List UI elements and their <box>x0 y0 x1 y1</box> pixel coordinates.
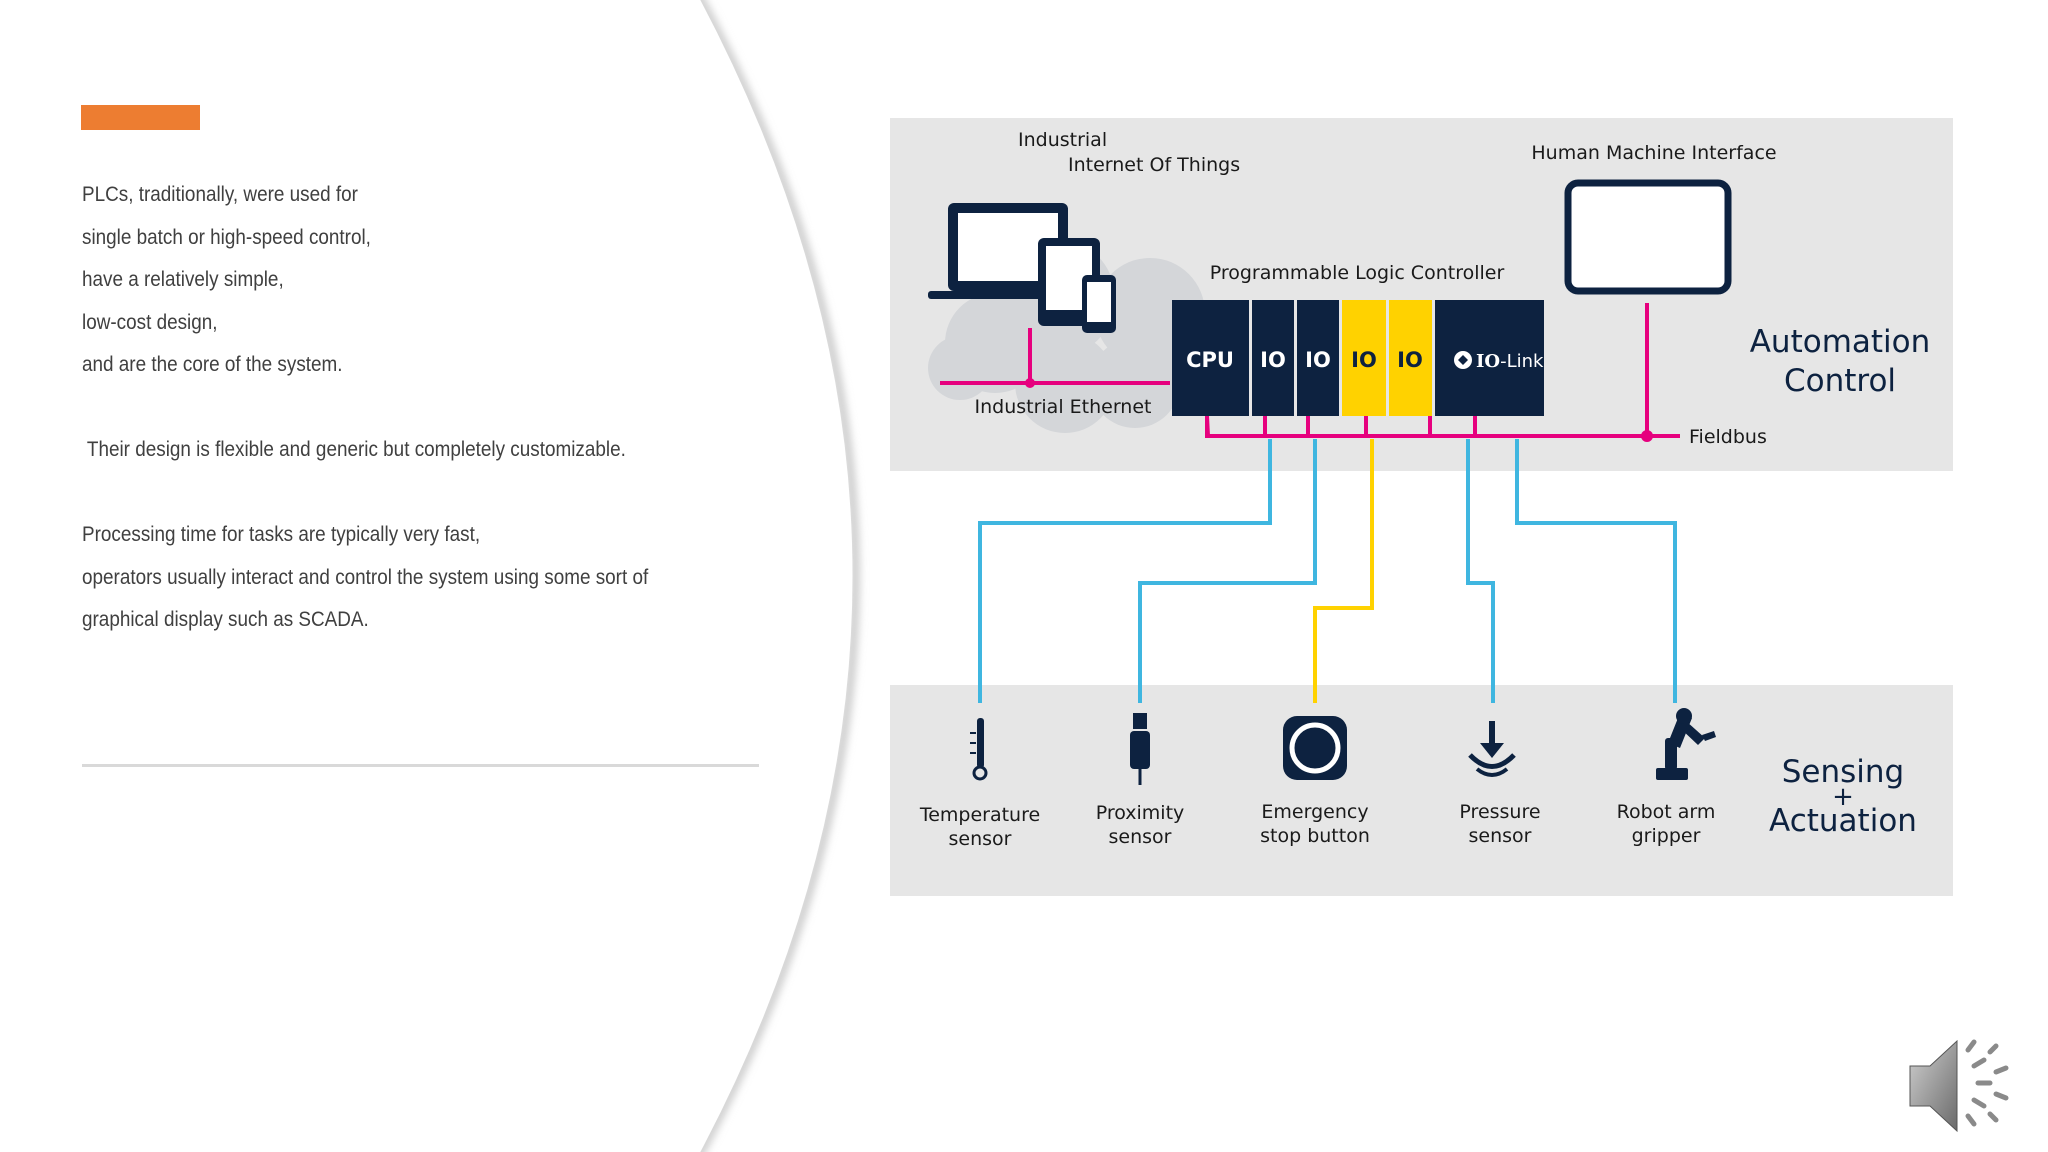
monitor-icon <box>1564 179 1732 295</box>
sensing-label-line1: Sensing <box>1782 754 1905 790</box>
device-label-line2: gripper <box>1632 825 1701 847</box>
device-label-line1: Pressure <box>1459 801 1540 823</box>
devices-icon <box>928 203 1116 333</box>
hmi-label: Human Machine Interface <box>1531 142 1776 164</box>
sensing-panel <box>890 685 1953 896</box>
plc-architecture-diagram: Industrial Internet Of Things Human Mach… <box>890 118 1953 896</box>
text-line: Their design is flexible and generic but… <box>82 438 626 461</box>
body-text: PLCs, traditionally, were used for singl… <box>82 174 782 642</box>
fieldbus-node <box>1641 430 1653 442</box>
plc-module-cpu <box>1172 300 1249 416</box>
plc-module-io <box>1252 300 1294 416</box>
accent-bar <box>81 105 200 130</box>
iolink-label-prefix: IO <box>1476 351 1500 372</box>
text-line: have a relatively simple, <box>82 268 284 291</box>
plc-module-io <box>1297 300 1339 416</box>
fieldbus-label: Fieldbus <box>1689 426 1767 448</box>
text-line: operators usually interact and control t… <box>82 565 649 589</box>
proximity-sensor-icon <box>1130 713 1150 785</box>
device-label-line1: Temperature <box>919 804 1040 826</box>
iiot-label-line2: Internet Of Things <box>1068 154 1240 176</box>
text-line: graphical display such as SCADA. <box>82 608 369 631</box>
device-label-line1: Emergency <box>1261 801 1368 823</box>
sensing-label-line2: Actuation <box>1769 803 1917 839</box>
module-bus-links <box>1263 416 1477 436</box>
cpu-label: CPU <box>1186 348 1234 372</box>
blank-line <box>82 472 712 515</box>
plc-module-iolink <box>1435 300 1544 416</box>
automation-label-line2: Control <box>1784 363 1896 399</box>
automation-label-line1: Automation <box>1750 324 1931 360</box>
io-label: IO <box>1351 348 1377 372</box>
emergency-stop-icon <box>1283 716 1347 780</box>
text-line: Processing time for tasks are typically … <box>82 523 481 546</box>
plc-module-io <box>1342 300 1386 416</box>
device-label-line1: Proximity <box>1096 802 1185 824</box>
blank-line <box>82 387 712 430</box>
iiot-label-line1: Industrial <box>1018 129 1107 151</box>
device-label-line2: stop button <box>1260 825 1370 847</box>
text-line: low-cost design, <box>82 310 218 334</box>
io-label: IO <box>1397 348 1423 372</box>
device-label-line1: Robot arm <box>1617 801 1716 823</box>
network-lines <box>940 303 1680 438</box>
text-line: PLCs, traditionally, were used for <box>82 183 358 206</box>
device-label-line2: sensor <box>1109 826 1172 848</box>
device-label-line2: sensor <box>1469 825 1532 847</box>
pressure-icon <box>1468 721 1516 777</box>
plc-module-io <box>1389 300 1432 416</box>
iolink-label: IO-Link <box>1476 351 1544 372</box>
plc-rack: CPU IO IO IO IO IO-Link <box>1172 300 1544 416</box>
thermometer-icon <box>970 718 988 781</box>
sensing-label-plus: + <box>1832 782 1854 812</box>
speaker-icon[interactable] <box>1902 1036 2012 1136</box>
robot-arm-icon <box>1656 708 1716 780</box>
plc-label: Programmable Logic Controller <box>1210 262 1505 284</box>
text-line: and are the core of the system. <box>82 353 343 376</box>
device-label-line2: sensor <box>949 828 1012 850</box>
divider-line <box>82 764 759 767</box>
text-line: single batch or high-speed control, <box>82 225 371 249</box>
iolink-label-suffix: -Link <box>1500 351 1544 372</box>
ethernet-node <box>1025 378 1035 388</box>
signal-wires <box>978 439 1677 703</box>
io-label: IO <box>1305 348 1331 372</box>
io-label: IO <box>1260 348 1286 372</box>
ethernet-label: Industrial Ethernet <box>975 396 1152 418</box>
